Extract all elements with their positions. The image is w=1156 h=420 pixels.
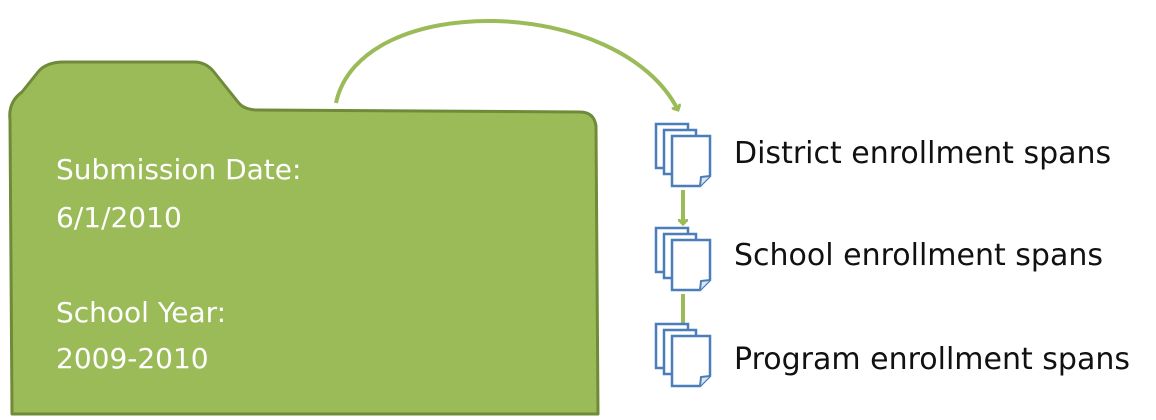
document-stack-icon-program [654,322,712,388]
program-enrollment-label: Program enrollment spans [734,342,1130,377]
school-enrollment-label: School enrollment spans [734,238,1103,273]
submission-date-label: Submission Date: [56,153,302,186]
curved-arrow [334,18,678,110]
district-enrollment-label: District enrollment spans [734,136,1112,171]
school-year-value: 2009-2010 [56,342,209,375]
document-stack-icon-district [654,122,712,188]
school-year-label: School Year: [56,296,227,329]
document-stack-icon-school [654,226,712,292]
folder-shape [8,60,600,416]
submission-date-value: 6/1/2010 [56,201,182,234]
